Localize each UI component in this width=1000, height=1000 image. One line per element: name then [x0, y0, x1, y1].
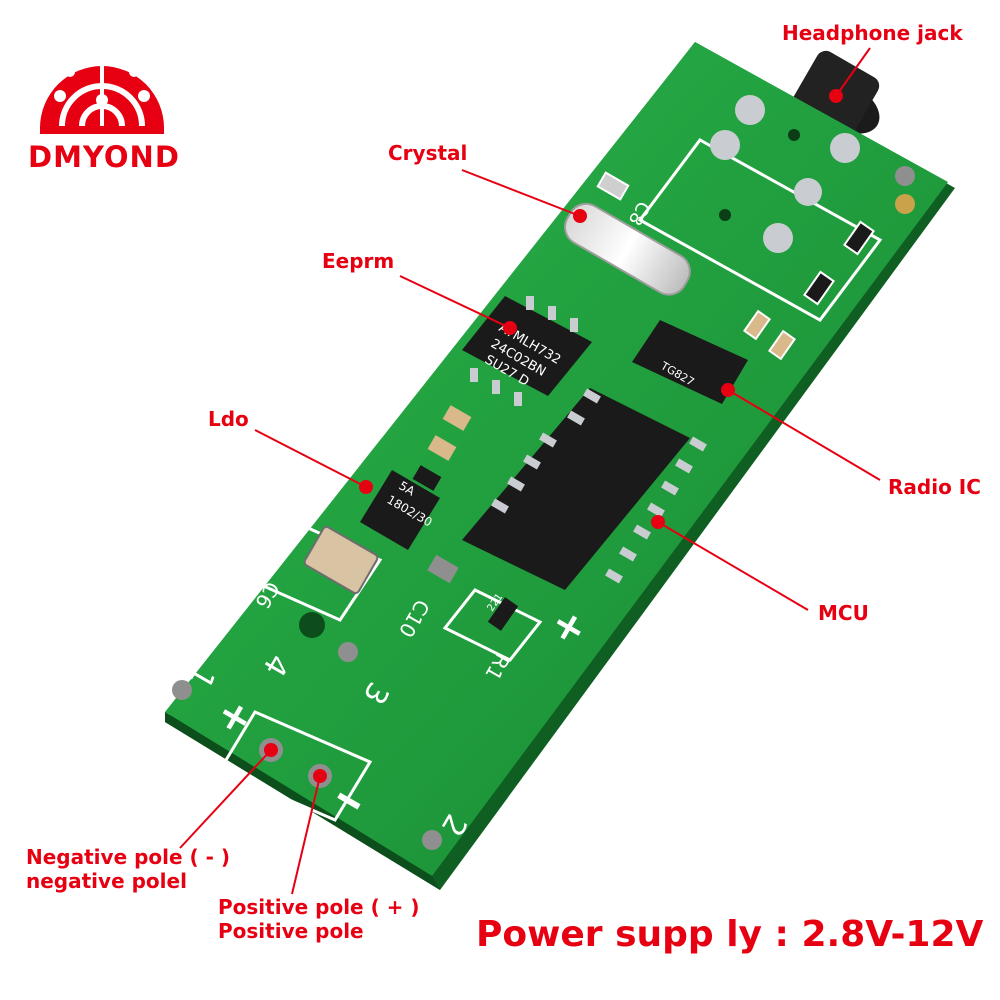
label-positive-pole-1: Positive pole ( + ) — [218, 895, 420, 919]
jack-pads — [710, 95, 915, 253]
label-crystal: Crystal — [388, 141, 468, 165]
label-headphone-jack: Headphone jack — [782, 21, 963, 45]
brand-name: DMYOND — [28, 140, 180, 174]
crystal — [564, 202, 691, 296]
label-positive-pole-2: Positive pole — [218, 919, 364, 943]
label-eeprom: Eeprm — [322, 249, 395, 273]
label-radio-ic: Radio IC — [888, 475, 981, 499]
label-negative-pole-1: Negative pole ( - ) — [26, 845, 231, 869]
smd-components — [412, 171, 875, 631]
radio-ic-chip — [632, 320, 748, 404]
mcu-chip — [462, 388, 707, 590]
silkscreen — [217, 138, 883, 822]
label-ldo: Ldo — [208, 407, 249, 431]
capacitor-c6 — [303, 525, 379, 595]
brand-logo — [40, 66, 164, 134]
label-negative-pole-2: negative polel — [26, 869, 187, 893]
label-power-supply: Power supp ly : 2.8V-12V — [476, 914, 984, 955]
annotation-lines — [179, 47, 881, 895]
vias — [172, 612, 442, 850]
ldo-regulator — [360, 470, 440, 550]
label-mcu: MCU — [818, 601, 869, 625]
